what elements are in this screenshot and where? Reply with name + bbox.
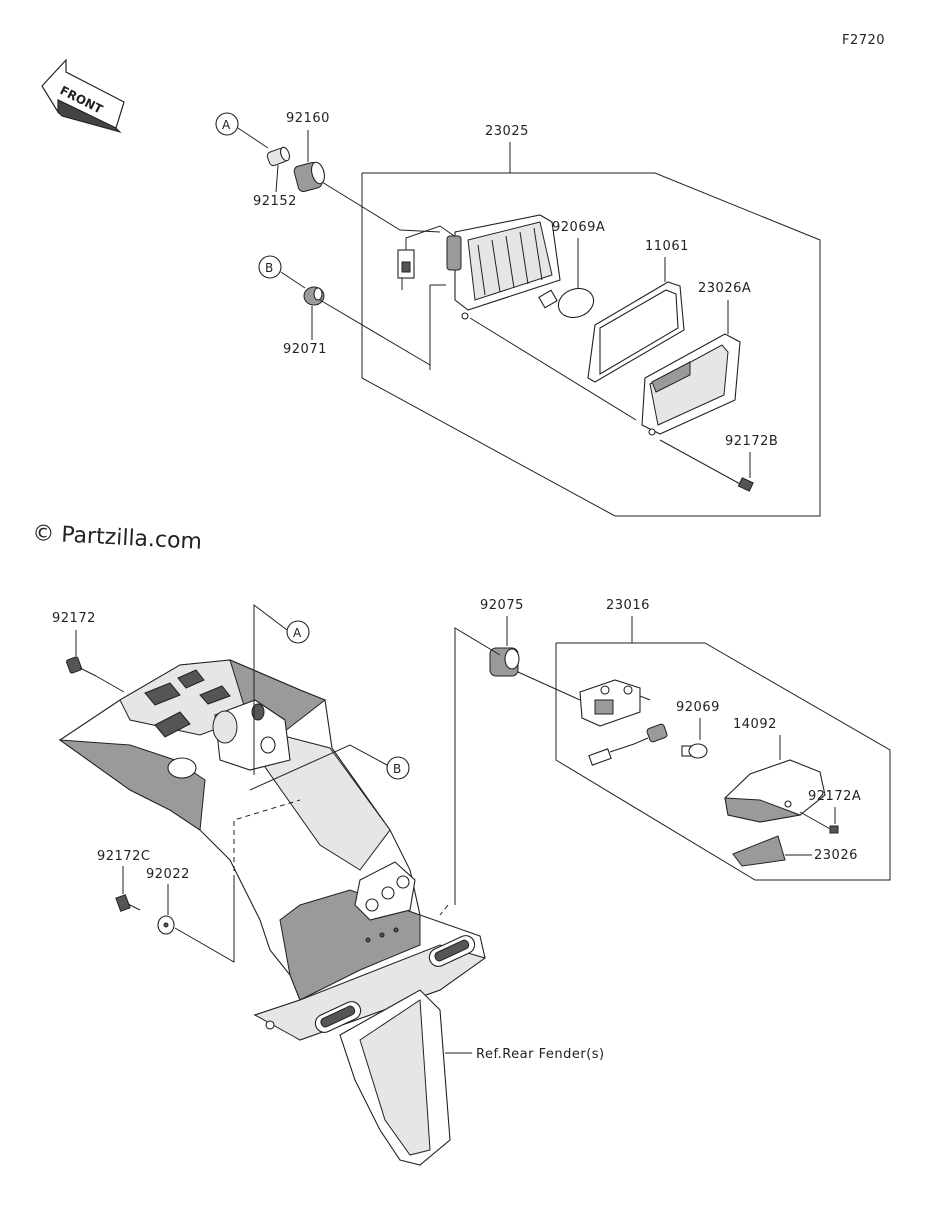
callout-b-lower[interactable]: B — [386, 756, 410, 780]
part-92071-grommet[interactable] — [303, 286, 325, 306]
part-92172B-screw[interactable] — [659, 439, 754, 492]
part-92172C-bolt[interactable] — [115, 894, 141, 912]
part-92152-grommet[interactable] — [266, 146, 291, 167]
part-14092-cover[interactable] — [724, 759, 826, 823]
figure-id: F2720 — [842, 33, 885, 48]
svg-text:A: A — [293, 626, 302, 640]
part-23026A-lens[interactable] — [641, 333, 741, 436]
part-23025-housing[interactable] — [446, 214, 561, 320]
label-92022: 92022 — [146, 867, 190, 882]
part-23016-socket[interactable] — [579, 679, 651, 727]
part-92160-grommet[interactable] — [293, 161, 327, 193]
fender-bracket[interactable] — [58, 659, 487, 1041]
label-92071: 92071 — [283, 342, 327, 357]
part-92075-grommet[interactable] — [489, 647, 520, 677]
callout-a-lower[interactable]: A — [286, 620, 310, 644]
part-11061-gasket[interactable] — [587, 281, 685, 383]
watermark-text: © Partzilla.com — [32, 521, 203, 555]
svg-text:A: A — [222, 118, 231, 132]
callout-a[interactable]: A — [215, 112, 239, 136]
label-23016: 23016 — [606, 598, 650, 613]
assembly-bracket-23025 — [361, 172, 821, 517]
part-92172A-screw[interactable] — [799, 811, 839, 834]
rear-fender-ref[interactable] — [339, 989, 451, 1166]
part-connector[interactable] — [397, 225, 461, 290]
label-23025: 23025 — [485, 124, 529, 139]
part-23026-lens[interactable] — [732, 835, 786, 867]
part-92069A-bulb[interactable] — [538, 284, 598, 323]
label-92172A: 92172A — [808, 789, 861, 804]
callout-b[interactable]: B — [258, 255, 282, 279]
front-arrow-icon: FRONT — [41, 58, 125, 133]
label-92160: 92160 — [286, 111, 330, 126]
label-92075: 92075 — [480, 598, 524, 613]
label-14092: 14092 — [733, 717, 777, 732]
part-92069-bulb[interactable] — [681, 743, 708, 759]
label-92069: 92069 — [676, 700, 720, 715]
part-92172-bolt[interactable] — [66, 656, 97, 677]
label-92069A: 92069A — [552, 220, 605, 235]
part-92022-washer[interactable] — [157, 915, 175, 935]
svg-text:B: B — [265, 261, 273, 275]
label-92152: 92152 — [253, 194, 297, 209]
label-23026A: 23026A — [698, 281, 751, 296]
label-92172C: 92172C — [97, 849, 150, 864]
label-11061: 11061 — [645, 239, 689, 254]
label-23026: 23026 — [814, 848, 858, 863]
label-92172: 92172 — [52, 611, 96, 626]
part-socket-lead[interactable] — [588, 723, 668, 766]
label-92172B: 92172B — [725, 434, 778, 449]
reference-note-rear-fender: Ref.Rear Fender(s) — [476, 1047, 605, 1062]
svg-text:B: B — [393, 762, 401, 776]
assembly-bracket-23016 — [555, 642, 891, 881]
